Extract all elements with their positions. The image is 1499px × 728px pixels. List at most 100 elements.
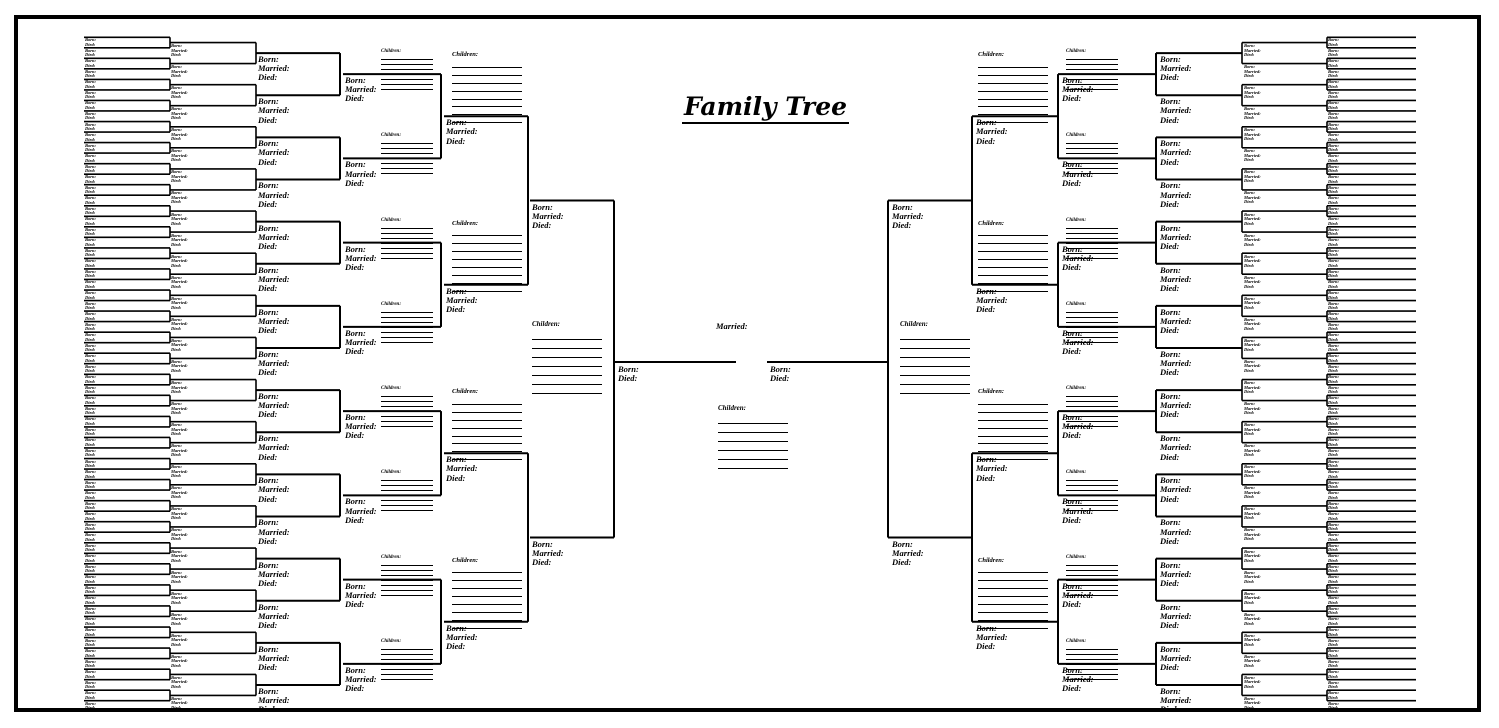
left-gen4-ancestor-details-born: Born:	[258, 264, 279, 275]
left-gen6-ancestor-details-died: Died:	[85, 347, 96, 353]
left-gen3-children-line	[381, 417, 433, 423]
right-gen5-ancestor-details-married: Married:	[1244, 47, 1261, 53]
right-gen6-ancestor-details: Born:Died:	[1328, 322, 1339, 332]
left-gen4-ancestor-details: Born:Married:Died:	[258, 54, 290, 83]
right-gen5-ancestor-details: Born:Married:Died:	[1244, 149, 1261, 163]
right-gen6-ancestor-details-died: Died:	[1328, 589, 1339, 595]
left-gen5-ancestor-details-died: Died:	[171, 578, 182, 584]
left-gen4-ancestor-details-born: Born:	[258, 306, 279, 317]
right-gen5-ancestor-details-married: Married:	[1244, 258, 1261, 264]
left-gen4-ancestor-details-died: Died:	[258, 704, 278, 715]
right-gen5-ancestor-details-married: Married:	[1244, 279, 1261, 285]
right-gen6-ancestor-details-born: Born:	[1328, 153, 1340, 159]
left-gen6-ancestor-details-born: Born:	[85, 205, 97, 211]
right-gen1-ancestor-details-died: Died:	[892, 556, 912, 567]
left-gen6-ancestor-details-died: Died:	[85, 115, 96, 121]
left-gen3-children-line	[381, 496, 433, 502]
right-gen6-ancestor-details-born: Born:	[1328, 679, 1340, 685]
left-gen5-ancestor-details-married: Married:	[171, 595, 188, 601]
left-gen2-children-line	[452, 397, 522, 405]
left-gen4-ancestor-details-married: Married:	[258, 484, 290, 495]
right-gen6-ancestor-details: Born:Died:	[1328, 617, 1339, 626]
left-gen6-ancestor-details-died: Died:	[85, 473, 96, 479]
right-gen3-ancestor-details-died: Died:	[1062, 93, 1082, 104]
right-gen2-children-caption: Children:	[978, 219, 1005, 227]
right-gen5-ancestor-details-died: Died:	[1244, 241, 1255, 247]
right-gen3-children-line	[1066, 60, 1118, 66]
left-gen6-ancestor-details: Born:Died:	[85, 269, 96, 279]
left-gen6-ancestor-details: Born:Died:	[85, 396, 96, 405]
right-gen4-ancestor-details-born: Born:	[1160, 348, 1181, 359]
right-gen3-ancestor-details-died: Died:	[1062, 514, 1082, 525]
right-gen6-ancestor-details: Born:Died:	[1328, 101, 1339, 110]
left-gen1-children-caption: Children:	[532, 320, 561, 328]
left-gen4-ancestor-details-born: Born:	[258, 643, 279, 654]
left-gen6-ancestor-details-died: Died:	[85, 210, 96, 216]
left-gen1-children-line	[532, 376, 602, 386]
right-gen6-ancestor-details-died: Died:	[1328, 452, 1339, 458]
right-gen2-children-line	[978, 284, 1048, 292]
right-gen6-ancestor-details-born: Born:	[1328, 110, 1340, 116]
left-gen3-children: Children:	[381, 218, 433, 259]
right-gen6-ancestor-details: Born:Died:	[1328, 596, 1339, 605]
right-gen6-ancestor-details-born: Born:	[1328, 574, 1340, 580]
left-gen6-ancestor-details-died: Died:	[85, 547, 96, 553]
right-gen6-ancestor-details-died: Died:	[1328, 147, 1339, 153]
right-gen5-ancestor-details-died: Died:	[1244, 704, 1255, 710]
left-gen5-ancestor-details-born: Born:	[171, 148, 183, 154]
left-gen6-ancestor-details-born: Born:	[85, 437, 97, 443]
left-gen6-ancestor-details: Born:Died:	[85, 627, 96, 637]
left-gen5-ancestor-details-born: Born:	[171, 632, 183, 638]
right-gen3-children-line	[1066, 318, 1118, 323]
left-gen5-ancestor-details-died: Died:	[171, 325, 182, 331]
left-gen6-ancestor-details-born: Born:	[85, 595, 97, 601]
left-gen6-ancestor-details: Born:Died:	[85, 333, 96, 342]
right-gen6-ancestor-details-born: Born:	[1328, 268, 1340, 274]
left-gen3-ancestor-details-married: Married:	[345, 168, 377, 179]
left-gen3-children-line	[381, 333, 433, 338]
left-gen4-ancestor-details-died: Died:	[258, 451, 278, 462]
left-gen5-ancestor-details: Born:Married:Died:	[171, 444, 188, 458]
left-gen6-ancestor-details-died: Died:	[85, 136, 96, 142]
right-gen5-ancestor-details-died: Died:	[1244, 473, 1255, 479]
left-gen6-ancestor-details-born: Born:	[85, 68, 97, 74]
left-gen5-ancestor-details: Born:Married:Died:	[171, 317, 188, 332]
right-gen2-ancestor-details-died: Died:	[976, 472, 996, 483]
left-gen4-ancestor-details-died: Died:	[258, 409, 278, 420]
right-gen5-ancestor-details-born: Born:	[1244, 274, 1256, 280]
right-gen1-children-line	[900, 349, 970, 358]
left-gen5-ancestor-details-born: Born:	[171, 274, 183, 280]
right-gen6-ancestor-details-died: Died:	[1328, 389, 1339, 395]
left-gen5-ancestor-details-married: Married:	[171, 89, 188, 95]
right-gen3-children-line	[1066, 75, 1118, 81]
left-gen6-ancestor-details-died: Died:	[85, 673, 96, 679]
right-gen5-ancestor-details-died: Died:	[1244, 367, 1255, 373]
left-gen2-children-line	[452, 605, 522, 613]
left-gen2-children-line	[452, 589, 522, 598]
right-gen2-children-line	[978, 107, 1048, 116]
left-gen5-ancestor-details-born: Born:	[171, 569, 183, 575]
right-gen6-ancestor-details-died: Died:	[1328, 705, 1339, 711]
left-gen2-children-line	[452, 437, 522, 445]
right-gen6-ancestor-details: Born:Died:	[1328, 227, 1339, 237]
right-gen2-ancestor-details-died: Died:	[976, 135, 996, 146]
left-gen6-ancestor-details-died: Died:	[85, 305, 96, 311]
left-gen4-ancestor-details: Born:Married:Died:	[258, 391, 290, 420]
right-gen5-ancestor-details: Born:Married:Died:	[1244, 86, 1261, 100]
right-gen5-ancestor-details: Born:Married:Died:	[1244, 44, 1261, 58]
right-gen2-children-line	[978, 621, 1048, 629]
left-gen6-ancestor-details-died: Died:	[85, 294, 96, 300]
left-gen5-ancestor-details-died: Died:	[171, 620, 182, 626]
left-gen6-ancestor-details: Born:Died:	[85, 122, 96, 132]
left-gen3-children-line	[381, 566, 433, 571]
right-gen4-ancestor-details-married: Married:	[1160, 484, 1192, 495]
left-gen5-ancestor-details-married: Married:	[171, 258, 188, 264]
right-gen6-ancestor-details-died: Died:	[1328, 83, 1339, 89]
right-gen5-ancestor-details-died: Died:	[1244, 199, 1255, 205]
left-gen6-ancestor-details: Born:Died:	[85, 649, 96, 658]
right-gen3-ancestor-details-born: Born:	[1062, 75, 1083, 86]
right-root-details: Born:Died:	[770, 364, 791, 383]
left-gen2-children-line	[452, 84, 522, 92]
left-gen3-children-line	[381, 397, 433, 403]
right-gen4-ancestor-details: Born:Married:Died:	[1160, 348, 1192, 378]
